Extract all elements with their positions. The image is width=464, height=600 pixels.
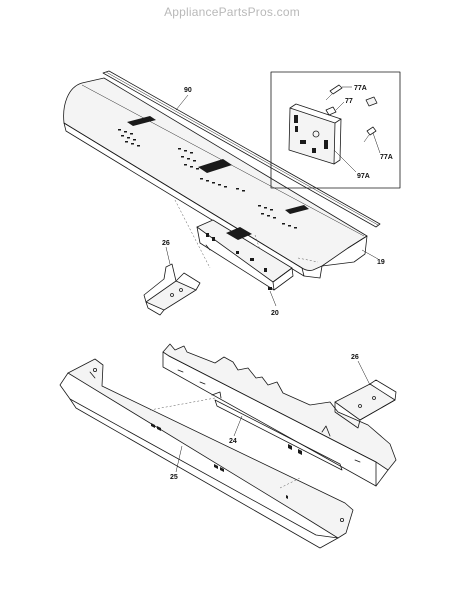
callout-77A-right: 77A: [380, 154, 393, 161]
callout-77: 77: [345, 98, 353, 105]
part-77-relay[interactable]: [325, 96, 378, 116]
callout-97A: 97A: [357, 173, 370, 180]
inset-detail-box: [270, 71, 401, 189]
part-24-lower-frame[interactable]: [162, 343, 397, 487]
part-77A-right-fuse[interactable]: [363, 126, 377, 143]
part-26-left-bracket[interactable]: [143, 263, 201, 316]
part-19-control-panel[interactable]: [63, 77, 368, 281]
part-26-right-bracket[interactable]: [334, 379, 397, 429]
callout-26-left: 26: [162, 240, 170, 247]
callout-90: 90: [184, 87, 192, 94]
callout-19: 19: [377, 259, 385, 266]
callout-25: 25: [170, 474, 178, 481]
part-97A-control-board[interactable]: [288, 103, 342, 165]
part-90-trim-strip[interactable]: [102, 70, 381, 228]
callout-26-right: 26: [351, 354, 359, 361]
callout-77A-top: 77A: [354, 85, 367, 92]
callout-24: 24: [229, 438, 237, 445]
part-20-electronic-control[interactable]: [196, 219, 294, 291]
part-25-kick-panel[interactable]: [59, 358, 354, 549]
site-watermark: AppliancePartsPros.com: [164, 5, 300, 19]
callout-20: 20: [271, 310, 279, 317]
part-77A-top-fuse[interactable]: [325, 84, 343, 101]
